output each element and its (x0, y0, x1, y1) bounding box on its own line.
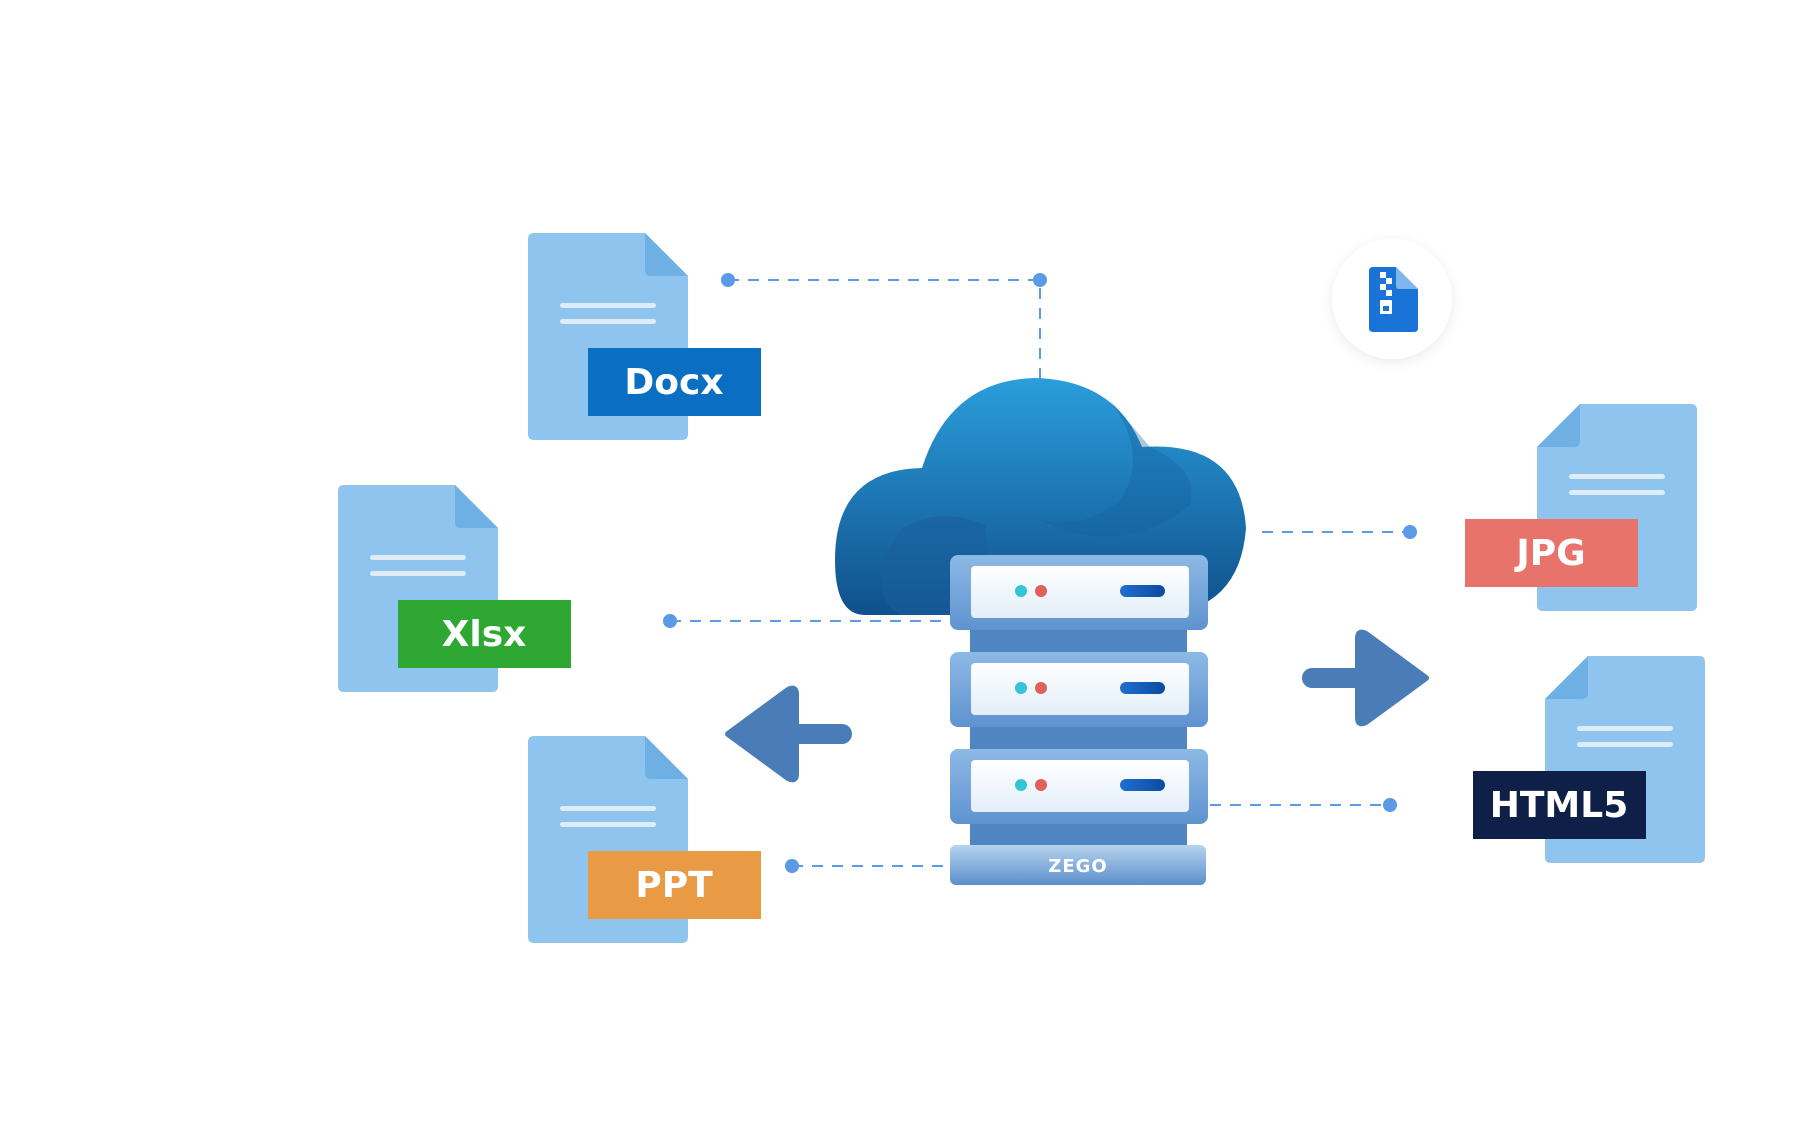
connector-dot (785, 859, 799, 873)
format-label-jpg: JPG (1513, 533, 1585, 574)
server-stack: ZEGO (950, 555, 1208, 885)
doc-line (370, 555, 466, 560)
connector-lines (670, 279, 1408, 867)
connector-dot (1383, 798, 1397, 812)
zip-file-icon (1369, 267, 1418, 332)
doc-line (1569, 474, 1665, 479)
format-label-xlsx: Xlsx (442, 614, 527, 655)
format-label-html5: HTML5 (1490, 785, 1629, 826)
arrow-left-icon (725, 685, 852, 783)
doc-fold (645, 233, 688, 276)
format-label-ppt: PPT (635, 865, 713, 906)
doc-jpg: JPG (1465, 404, 1697, 611)
connector-docx (728, 279, 1041, 380)
doc-line (1577, 726, 1673, 731)
doc-fold (1545, 656, 1588, 699)
connector-dot (721, 273, 735, 287)
doc-docx: Docx (528, 233, 761, 440)
doc-line (560, 303, 656, 308)
status-light (1015, 682, 1027, 694)
status-light (1015, 585, 1027, 597)
connector-dot (663, 614, 677, 628)
doc-line (1569, 490, 1665, 495)
zip-file-badge (1332, 239, 1452, 359)
status-light (1035, 779, 1047, 791)
connector-dot (1403, 525, 1417, 539)
status-light (1015, 779, 1027, 791)
doc-html5: HTML5 (1473, 656, 1705, 863)
format-tag-jpg (1465, 519, 1638, 587)
drive-slot (1120, 779, 1165, 791)
server-unit (950, 749, 1208, 824)
format-tag-html5 (1473, 771, 1646, 839)
drive-slot (1120, 585, 1165, 597)
cloud-shade (1040, 400, 1192, 537)
status-light (1035, 682, 1047, 694)
doc-fold (1537, 404, 1580, 447)
connector-dot (1033, 273, 1047, 287)
doc-fold (645, 736, 688, 779)
status-light (1035, 585, 1047, 597)
arrow-right-icon (1302, 629, 1429, 727)
doc-ppt: PPT (528, 736, 761, 943)
doc-fold (455, 485, 498, 528)
server-unit (950, 555, 1208, 630)
drive-slot (1120, 682, 1165, 694)
brand-logo: ZEGO (1048, 856, 1107, 877)
server-base: ZEGO (950, 845, 1206, 885)
doc-line (560, 319, 656, 324)
doc-line (560, 822, 656, 827)
connector-dots (663, 273, 1417, 873)
format-tag-xlsx (398, 600, 571, 668)
doc-line (1577, 742, 1673, 747)
format-tag-docx (588, 348, 761, 416)
doc-xlsx: Xlsx (338, 485, 571, 692)
format-tag-ppt (588, 851, 761, 919)
doc-line (370, 571, 466, 576)
format-label-docx: Docx (624, 362, 723, 403)
server-unit (950, 652, 1208, 727)
doc-line (560, 806, 656, 811)
